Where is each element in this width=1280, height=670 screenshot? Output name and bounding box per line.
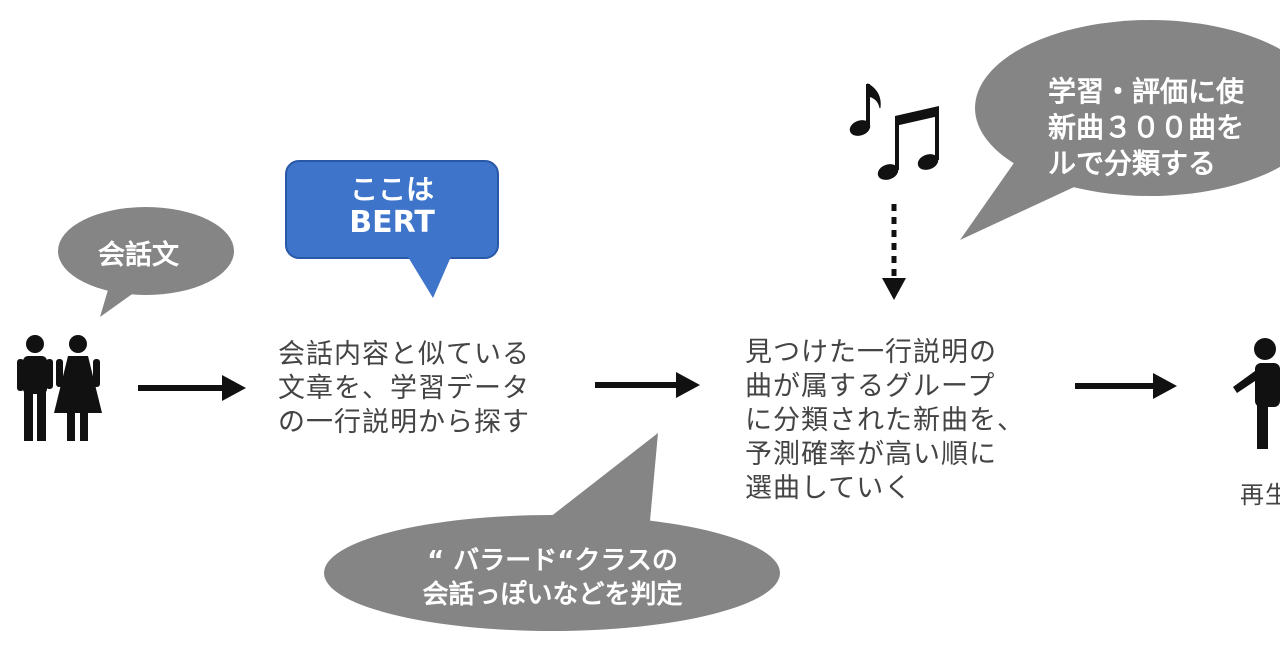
step-search-text-line2: 文章を、学習データ: [278, 373, 530, 404]
conversation-bubble: [58, 207, 234, 317]
ballad-label-line1: “ バラード“クラスの: [427, 546, 678, 576]
step-search-text-line1: 会話内容と似ている: [278, 339, 530, 370]
conversation-label: 会話文: [98, 240, 179, 271]
play-label: 再生: [1240, 481, 1280, 509]
flow-arrow-2: [595, 382, 680, 388]
step-select-text-line4: 予測確率が高い順に: [745, 439, 997, 470]
step-select-text-line2: 曲が属するグループ: [745, 371, 996, 402]
bert-bubble-tail: [405, 252, 453, 298]
flow-arrow-1-head: [222, 375, 246, 401]
bert-bubble: [285, 160, 499, 259]
flow-arrow-3-head: [1153, 373, 1177, 399]
dotted-down-arrow: [882, 204, 906, 300]
step-select-text-line1: 見つけた一行説明の: [745, 337, 997, 368]
step-search-text-line3: の一行説明から探す: [278, 407, 530, 438]
top-right-bubble: [960, 20, 1280, 240]
top-right-label-line2: 新曲３００曲を: [1048, 111, 1245, 144]
person-icon: [1233, 338, 1280, 449]
couple-icon: [17, 335, 102, 441]
flow-arrow-1: [138, 385, 228, 391]
top-right-label-line1: 学習・評価に使: [1048, 75, 1245, 108]
top-right-label-line3: ルで分類する: [1048, 147, 1217, 180]
ballad-label-line2: 会話っぽいなどを判定: [422, 580, 683, 610]
ballad-bubble: [324, 433, 780, 631]
flow-arrow-2-head: [676, 372, 700, 398]
bert-label-line1: ここは: [349, 173, 434, 206]
step-select-text-line3: に分類された新曲を、: [745, 405, 1025, 436]
step-select-text-line5: 選曲していく: [745, 473, 913, 504]
bert-label-line2: BERT: [349, 205, 435, 240]
music-notes-icon: [849, 83, 939, 180]
flow-arrow-3: [1075, 383, 1157, 389]
